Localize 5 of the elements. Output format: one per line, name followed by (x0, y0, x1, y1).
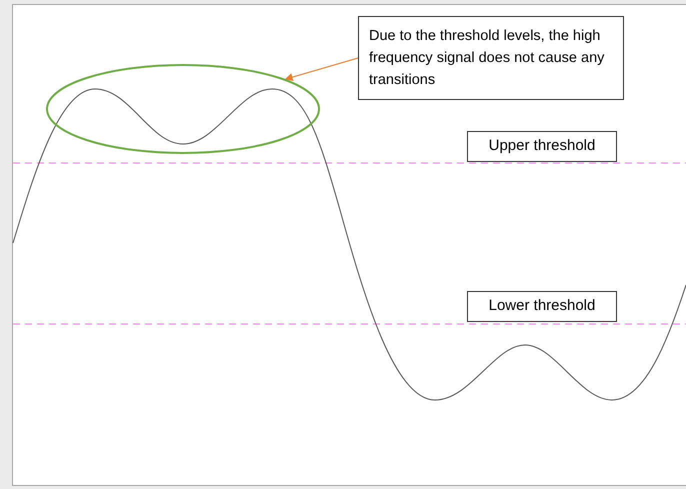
label-box: Lower threshold (467, 291, 617, 322)
label-box: Upper threshold (467, 131, 617, 162)
ellipse-outline (46, 64, 320, 154)
arrow (284, 58, 358, 81)
callout-box: Due to the threshold levels, the high frequency signal does not cause any transitions (358, 16, 624, 100)
